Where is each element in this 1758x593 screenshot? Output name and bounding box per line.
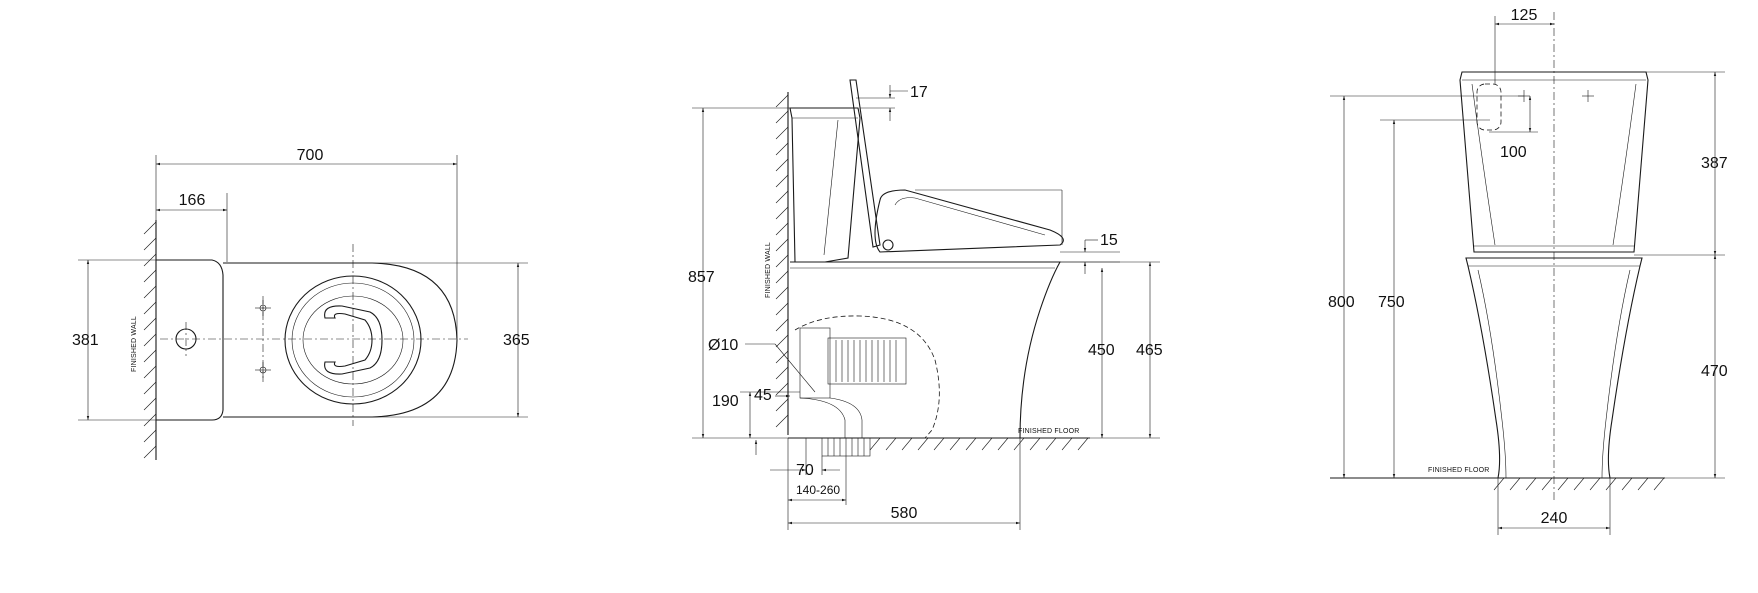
floor-label-side: FINISHED FLOOR	[1018, 428, 1080, 435]
wall-label-side: FINISHED WALL	[765, 242, 772, 298]
trapway-dashed	[794, 315, 940, 439]
bowl-outline	[223, 262, 458, 418]
tank-outline	[156, 259, 224, 421]
dim-outlet-offset: 45	[754, 387, 772, 404]
flush-button-outline	[1476, 83, 1502, 131]
wall-hatching	[143, 221, 157, 459]
dim-outlet-height: 190	[712, 393, 739, 410]
floor-hatching-side	[869, 437, 1089, 451]
dim-button-spacing: 125	[1511, 7, 1538, 24]
top-view: FINISHED WALL 700 166	[72, 147, 530, 460]
dim-depth: 580	[891, 505, 918, 522]
dim-tank-width: 381	[72, 332, 99, 349]
dim-seat-thickness: 15	[1100, 232, 1118, 249]
dim-total-height: 857	[688, 269, 715, 286]
seat-side	[874, 189, 1064, 253]
trap-detail	[799, 327, 907, 438]
floor-label-front: FINISHED FLOOR	[1428, 467, 1490, 474]
side-view: FINISHED WALL FINISHED FLOOR	[688, 79, 1163, 530]
bowl-body-side	[790, 261, 1061, 439]
dim-overall-height: 800	[1328, 294, 1355, 311]
dim-bowl-height: 470	[1701, 363, 1728, 380]
dim-button-offset: 100	[1500, 144, 1527, 161]
dim-bowl-width: 365	[503, 332, 530, 349]
outlet-pipe	[821, 437, 871, 457]
front-view: FINISHED FLOOR 125 100 387 470 800 750 2…	[1328, 7, 1728, 535]
dim-rough-in: 140-260	[796, 483, 840, 497]
dim-length: 700	[297, 147, 324, 164]
dim-supply-dia: Ø10	[708, 337, 738, 354]
seat-lid-raised	[849, 79, 881, 248]
dim-outlet-pipe: 70	[796, 462, 814, 479]
dim-rim-height: 450	[1088, 342, 1115, 359]
dim-wall-to-inlet: 166	[179, 192, 206, 209]
dim-button-height: 750	[1378, 294, 1405, 311]
wall-hatching-side	[775, 94, 789, 428]
floor-hatching-front	[1493, 477, 1665, 491]
trap-outline	[324, 305, 383, 375]
wall-label-top: FINISHED WALL	[131, 316, 138, 372]
dim-tank-height: 387	[1701, 155, 1728, 172]
tank-side	[789, 107, 861, 263]
hinge	[882, 239, 894, 251]
dim-base-width: 240	[1541, 510, 1568, 527]
dim-seat-lid-gap: 17	[910, 84, 928, 101]
dim-body-height: 465	[1136, 342, 1163, 359]
